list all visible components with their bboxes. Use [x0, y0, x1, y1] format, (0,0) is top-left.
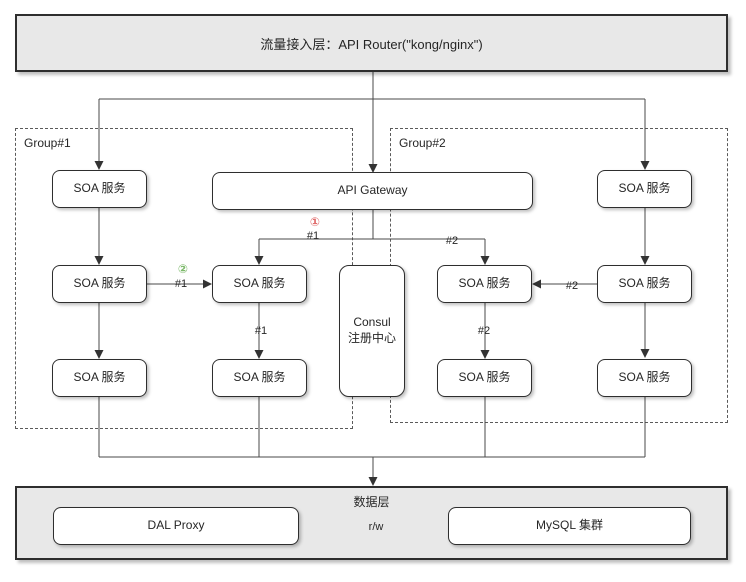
edge-label-gateway-hash1: #1 [306, 230, 320, 242]
node-label: SOA 服务 [233, 370, 286, 385]
node-label: API Gateway [337, 183, 408, 198]
node-label: SOA 服务 [233, 276, 286, 291]
circled-2-badge: ② [177, 262, 189, 276]
node-label: SOA 服务 [458, 370, 511, 385]
node-soa-g1-mid-left: SOA 服务 [52, 265, 147, 303]
node-label: SOA 服务 [73, 276, 126, 291]
group1-label: Group#1 [24, 136, 71, 150]
edge-label-gateway-hash2: #2 [445, 235, 459, 247]
consul-subtitle: 注册中心 [347, 331, 396, 345]
edge-converge-to-data [98, 397, 646, 477]
node-soa-g2-mid-right: SOA 服务 [597, 265, 692, 303]
node-label: DAL Proxy [147, 518, 205, 533]
node-soa-g2-bottom-left: SOA 服务 [437, 359, 532, 397]
node-label: SOA 服务 [73, 370, 126, 385]
node-soa-g1-bottom-right: SOA 服务 [212, 359, 307, 397]
node-soa-g1-top: SOA 服务 [52, 170, 147, 208]
node-dal-proxy: DAL Proxy [53, 507, 299, 545]
data-layer-label: 数据层 [353, 495, 390, 509]
node-consul-registry: Consul 注册中心 [339, 265, 405, 397]
edge-label-down-hash1: #1 [254, 325, 268, 337]
node-soa-g2-bottom-right: SOA 服务 [597, 359, 692, 397]
node-label: SOA 服务 [73, 181, 126, 196]
node-label: SOA 服务 [458, 276, 511, 291]
edge-label-cross-hash2: #2 [565, 280, 579, 292]
edge-cross-and-down-right [484, 283, 597, 350]
edge-label-cross-hash1: #1 [174, 278, 188, 290]
node-label: SOA 服务 [618, 276, 671, 291]
node-soa-g2-mid-left: SOA 服务 [437, 265, 532, 303]
node-api-gateway: API Gateway [212, 172, 533, 210]
node-label: SOA 服务 [618, 181, 671, 196]
node-label: MySQL 集群 [536, 518, 603, 533]
edge-label-rw: r/w [368, 521, 384, 533]
node-soa-g1-mid-right: SOA 服务 [212, 265, 307, 303]
edge-label-down-hash2: #2 [477, 325, 491, 337]
group2-label: Group#2 [399, 136, 446, 150]
consul-name: Consul [353, 315, 391, 330]
edge-cross-and-down-left [147, 283, 260, 350]
node-mysql-cluster: MySQL 集群 [448, 507, 691, 545]
node-label: SOA 服务 [618, 370, 671, 385]
edge-top-distribution [98, 72, 646, 164]
circled-1-badge: ① [309, 215, 321, 229]
traffic-layer-bar: 流量接入层：API Router("kong/nginx") [15, 14, 728, 72]
edge-gateway-branch [258, 210, 486, 256]
node-soa-g1-bottom-left: SOA 服务 [52, 359, 147, 397]
node-soa-g2-top: SOA 服务 [597, 170, 692, 208]
traffic-layer-label: 流量接入层：API Router("kong/nginx") [260, 36, 483, 52]
